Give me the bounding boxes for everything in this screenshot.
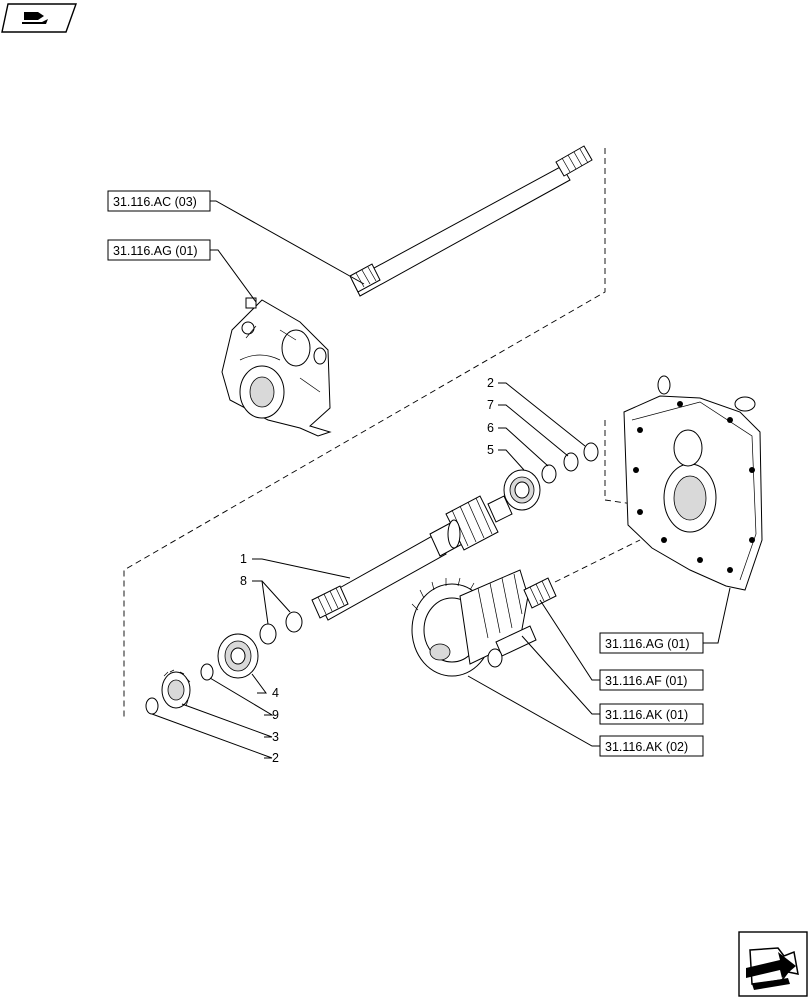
callout-7: 7	[487, 398, 494, 412]
leader-lines	[151, 200, 731, 759]
callout-numbers: 1 2 3 4 5 6 7 8 9 2	[240, 376, 494, 765]
assembly-boundary-lines	[123, 148, 641, 718]
callout-1: 1	[240, 552, 247, 566]
callout-5: 5	[487, 443, 494, 457]
reference-text: 31.116.AG (01)	[605, 637, 690, 651]
snap-ring-9	[200, 663, 214, 681]
callout-4: 4	[272, 686, 279, 700]
reference-label-ac-03[interactable]: 31.116.AC (03)	[107, 190, 211, 212]
reference-text: 31.116.AC (03)	[113, 195, 197, 209]
callout-2-lower: 2	[272, 751, 279, 765]
gear-3	[161, 669, 191, 709]
callout-8: 8	[240, 574, 247, 588]
gear-cluster-assembly	[411, 569, 557, 677]
reference-text: 31.116.AG (01)	[113, 244, 198, 258]
snap-rings-upper	[541, 442, 599, 484]
callout-3: 3	[272, 730, 279, 744]
reference-label-ag-01-top[interactable]: 31.116.AG (01)	[107, 239, 211, 261]
bearing-5	[503, 469, 541, 511]
reference-label-ak-01[interactable]: 31.116.AK (01)	[599, 703, 704, 725]
book-back-arrow-icon[interactable]	[1, 3, 77, 33]
upper-drive-shaft	[349, 145, 593, 297]
snap-ring-2-lower	[145, 697, 159, 715]
reference-text: 31.116.AK (02)	[605, 740, 688, 754]
reference-label-af-01[interactable]: 31.116.AF (01)	[599, 669, 704, 691]
callout-9: 9	[272, 708, 279, 722]
reference-text: 31.116.AK (01)	[605, 708, 688, 722]
reference-label-ag-01-right[interactable]: 31.116.AG (01)	[599, 632, 704, 654]
bearing-4	[217, 633, 259, 679]
callout-2-upper: 2	[487, 376, 494, 390]
reference-text: 31.116.AF (01)	[605, 674, 687, 688]
folder-forward-arrow-icon[interactable]	[738, 931, 808, 997]
callout-6: 6	[487, 421, 494, 435]
reference-label-ak-02[interactable]: 31.116.AK (02)	[599, 735, 704, 757]
upper-gear-housing	[221, 297, 332, 437]
main-shaft-assembly	[311, 495, 513, 621]
right-transmission-housing	[623, 375, 763, 591]
snap-rings-8	[259, 611, 303, 645]
